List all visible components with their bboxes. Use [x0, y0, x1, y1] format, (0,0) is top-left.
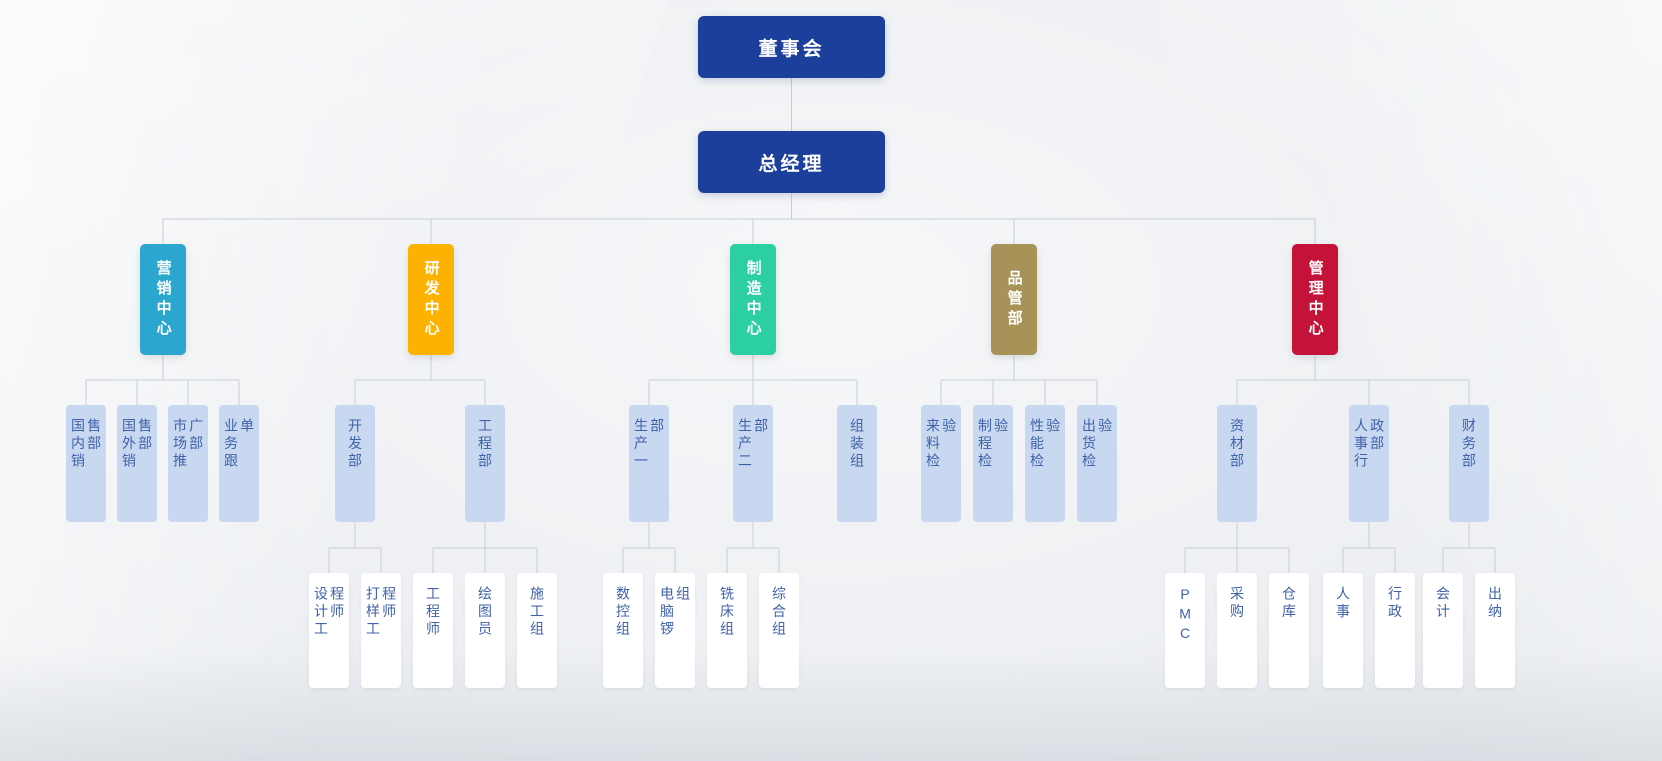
node-label: 总经理	[758, 153, 825, 175]
node-pmc: PMC	[1165, 573, 1205, 688]
node-label: 制程检验	[977, 418, 1010, 471]
node-engineering-dept: 工程部	[465, 405, 505, 522]
node-label: 资材部	[1229, 418, 1246, 471]
connector-engineering	[432, 522, 538, 573]
node-label: 品管部	[1005, 269, 1023, 330]
node-label: 管理中心	[1306, 259, 1324, 340]
node-label: 生产二部	[737, 418, 770, 471]
node-label: 国内销售部	[70, 418, 103, 471]
node-label: 电脑锣组	[659, 586, 692, 639]
node-outgoing-inspection: 出货检验	[1077, 405, 1117, 522]
node-label: 性能检验	[1029, 418, 1062, 471]
node-design-engineer: 设计工程师	[309, 573, 349, 688]
node-finance-dept: 财务部	[1449, 405, 1489, 522]
node-label: 制造中心	[744, 259, 762, 340]
node-management-center: 管理中心	[1292, 244, 1338, 355]
node-engineer: 工程师	[413, 573, 453, 688]
node-milling-team: 铣床组	[707, 573, 747, 688]
node-production-dept-2: 生产二部	[733, 405, 773, 522]
node-general-team: 综合组	[759, 573, 799, 688]
node-domestic-sales: 国内销售部	[66, 405, 106, 522]
node-label: 设计工程师	[313, 586, 346, 639]
node-label: 绘图员	[477, 586, 494, 639]
node-label: 数控组	[615, 586, 632, 639]
node-draftsman: 绘图员	[465, 573, 505, 688]
node-prototype-engineer: 打样工程师	[361, 573, 401, 688]
node-label: 组装组	[849, 418, 866, 471]
node-label: 施工组	[529, 586, 546, 639]
node-label: 行政	[1387, 586, 1404, 621]
node-label: PMC	[1177, 586, 1194, 645]
node-label: 人事行政部	[1353, 418, 1386, 471]
node-board: 董事会	[698, 16, 885, 78]
node-label: 工程师	[425, 586, 442, 639]
node-label: 业务跟单	[223, 418, 256, 471]
node-label: 工程部	[477, 418, 494, 471]
node-accounting: 会计	[1423, 573, 1463, 688]
node-hr: 人事	[1323, 573, 1363, 688]
node-label: 人事	[1335, 586, 1352, 621]
node-purchasing: 采购	[1217, 573, 1257, 688]
connector-production1	[622, 522, 676, 573]
node-assembly-team: 组装组	[837, 405, 877, 522]
node-hr-admin-dept: 人事行政部	[1349, 405, 1389, 522]
node-admin: 行政	[1375, 573, 1415, 688]
node-overseas-sales: 国外销售部	[117, 405, 157, 522]
node-quality-dept: 品管部	[991, 244, 1037, 355]
node-label: 会计	[1435, 586, 1452, 621]
node-market-promotion: 市场推广部	[168, 405, 208, 522]
node-process-inspection: 制程检验	[973, 405, 1013, 522]
node-cnc-milling-team: 电脑锣组	[655, 573, 695, 688]
node-label: 综合组	[771, 586, 788, 639]
connector-development	[328, 522, 382, 573]
node-production-dept-1: 生产一部	[629, 405, 669, 522]
node-order-follow-up: 业务跟单	[219, 405, 259, 522]
node-label: 仓库	[1281, 586, 1298, 621]
node-cnc-team: 数控组	[603, 573, 643, 688]
node-label: 研发中心	[422, 259, 440, 340]
node-label: 出纳	[1487, 586, 1504, 621]
node-rnd-center: 研发中心	[408, 244, 454, 355]
node-warehouse: 仓库	[1269, 573, 1309, 688]
node-marketing-center: 营销中心	[140, 244, 186, 355]
node-performance-inspection: 性能检验	[1025, 405, 1065, 522]
connector-hr-admin	[1342, 522, 1396, 573]
node-label: 出货检验	[1081, 418, 1114, 471]
connector-management	[1236, 355, 1470, 405]
node-label: 采购	[1229, 586, 1246, 621]
node-general-manager: 总经理	[698, 131, 885, 193]
node-label: 打样工程师	[365, 586, 398, 639]
node-label: 铣床组	[719, 586, 736, 639]
node-manufacturing-center: 制造中心	[730, 244, 776, 355]
node-label: 市场推广部	[172, 418, 205, 471]
node-label: 来料检验	[925, 418, 958, 471]
node-label: 营销中心	[154, 259, 172, 340]
connector-manufacturing	[648, 355, 858, 405]
node-development-dept: 开发部	[335, 405, 375, 522]
connector-rnd	[354, 355, 486, 405]
connector-production2	[726, 522, 780, 573]
node-label: 董事会	[758, 38, 825, 60]
connector-quality	[940, 355, 1098, 405]
node-construction-team: 施工组	[517, 573, 557, 688]
node-materials-dept: 资材部	[1217, 405, 1257, 522]
connector-finance	[1442, 522, 1496, 573]
node-incoming-inspection: 来料检验	[921, 405, 961, 522]
node-label: 国外销售部	[121, 418, 154, 471]
connector-marketing	[85, 355, 240, 405]
connector-gm-to-divisions	[162, 193, 1316, 244]
node-label: 生产一部	[633, 418, 666, 471]
node-cashier: 出纳	[1475, 573, 1515, 688]
node-label: 开发部	[347, 418, 364, 471]
node-label: 财务部	[1461, 418, 1478, 471]
connector-materials	[1184, 522, 1290, 573]
